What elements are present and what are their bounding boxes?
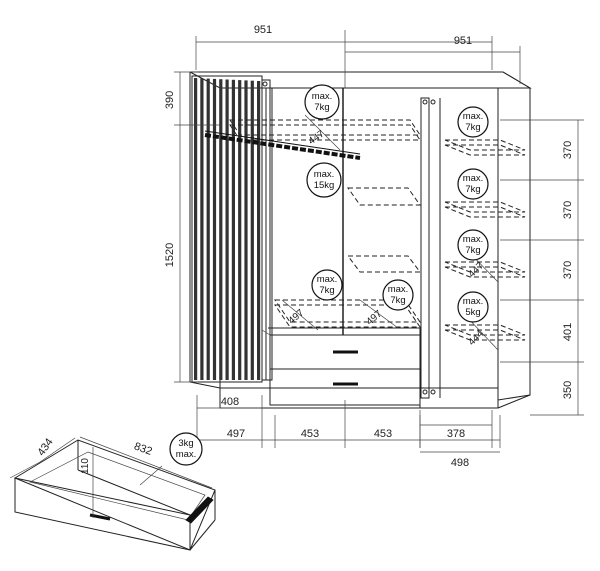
dim-top-right-width: 951 (454, 35, 472, 47)
svg-text:7kg: 7kg (319, 285, 334, 296)
dim-bottom-453b: 453 (374, 428, 392, 440)
door-slat (231, 79, 235, 381)
door-slat (238, 80, 242, 380)
drawer-width: 832 (132, 440, 153, 458)
door-slat (212, 78, 217, 381)
door-slat (219, 79, 223, 380)
svg-text:7kg: 7kg (314, 102, 329, 113)
dim-bottom-453a: 453 (301, 428, 319, 440)
load-badge-right-4: max. 5kg (457, 291, 489, 323)
dim-right-height-4: 401 (562, 323, 574, 341)
svg-text:max.: max. (463, 111, 484, 122)
dim-left-main-height: 1520 (164, 243, 176, 267)
svg-text:max.: max. (463, 234, 484, 245)
dim-bottom-498: 498 (451, 457, 469, 469)
svg-text:max.: max. (388, 284, 409, 295)
top-shelf-dashed (229, 119, 421, 141)
svg-text:15kg: 15kg (314, 180, 335, 191)
svg-text:max.: max. (463, 296, 484, 307)
dim-shelf-depth-bottom-left: 497 (286, 307, 306, 326)
svg-text:max.: max. (314, 169, 335, 180)
door-slat (257, 81, 261, 380)
internal-panels (261, 79, 499, 408)
door-slat (225, 79, 229, 380)
svg-text:max.: max. (312, 91, 333, 102)
load-badge-right-3: max. 7kg (457, 229, 489, 261)
door-slat (250, 80, 254, 380)
door-slat (206, 78, 210, 380)
door-slat (244, 80, 248, 381)
drawer-detail (9, 436, 216, 551)
drawer-load-badge: 3kg max. (169, 432, 203, 466)
svg-text:max.: max. (463, 173, 484, 184)
dim-shelf-depth-low: 444 (466, 328, 486, 348)
center-shelves (274, 187, 421, 328)
slatted-door-panel (191, 75, 263, 383)
dim-shelf-depth-top: 447 (307, 128, 327, 147)
dim-right-height-2: 370 (562, 201, 574, 219)
svg-text:7kg: 7kg (465, 122, 480, 133)
door-slat (200, 78, 204, 381)
dim-top-left-width: 951 (254, 24, 272, 36)
door-slat (194, 78, 198, 380)
svg-text:max.: max. (317, 274, 338, 285)
svg-text:max.: max. (176, 449, 197, 460)
dim-right-height-5: 350 (562, 381, 574, 399)
svg-text:5kg: 5kg (465, 307, 480, 318)
dimension-lines (174, 30, 584, 453)
drawer-height: 110 (80, 458, 91, 474)
dim-right-height-3: 370 (562, 261, 574, 279)
load-badge-right-1: max. 7kg (457, 106, 489, 138)
load-badge-bottom-left: max. 7kg (311, 269, 343, 301)
dim-bottom-408: 408 (221, 396, 239, 408)
dim-left-top-height: 390 (164, 91, 176, 109)
load-badge-bottom-mid: max. 7kg (382, 279, 414, 311)
svg-text:7kg: 7kg (465, 184, 480, 195)
dim-shelf-depth-bottom-mid: 497 (364, 308, 384, 327)
dimension-labels: 951 951 390 1520 370 370 370 401 350 408… (164, 24, 574, 469)
dim-bottom-497: 497 (227, 428, 245, 440)
dim-bottom-378: 378 (447, 428, 465, 440)
load-badge-right-2: max. 7kg (457, 168, 489, 200)
dim-right-height-1: 370 (562, 141, 574, 159)
svg-text:7kg: 7kg (465, 245, 480, 256)
load-badge-top-center: max. 7kg (304, 84, 340, 120)
hanging-rail (204, 130, 361, 160)
wardrobe-drawers (261, 327, 421, 408)
svg-text:7kg: 7kg (390, 295, 405, 306)
right-shelves (444, 139, 526, 341)
svg-text:3kg: 3kg (178, 438, 193, 449)
load-badge-rail: max. 15kg (306, 162, 342, 198)
